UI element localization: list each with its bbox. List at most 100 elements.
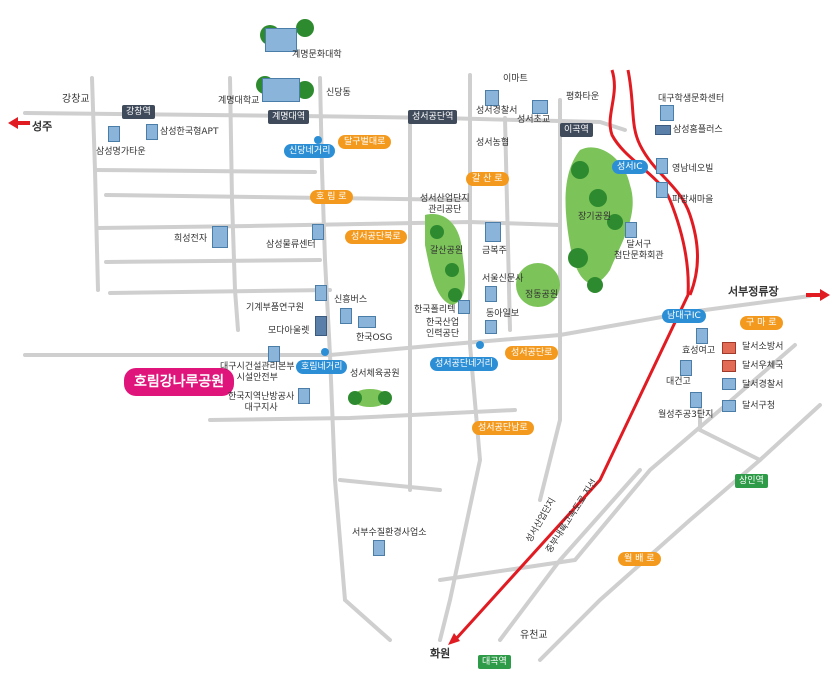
road-horim: 호 림 로 (310, 190, 353, 204)
building-icon (722, 400, 736, 412)
station-igok: 이곡역 (560, 123, 593, 137)
building-icon (315, 316, 327, 336)
place-machine-parts: 기계부품연구원 (246, 303, 304, 313)
bridge-gangchang: 강창교 (62, 94, 90, 105)
place-geumbokju: 금복주 (482, 246, 507, 256)
building-icon (532, 100, 548, 114)
place-samsung-logistics: 삼성물류센터 (266, 240, 316, 250)
road-wolbae: 월 배 로 (618, 552, 661, 566)
place-samsung-myeongga: 삼성명가타운 (96, 147, 146, 157)
building-icon (625, 222, 637, 238)
building-icon (146, 124, 158, 140)
building-icon (722, 360, 736, 372)
place-hyoseong-girls: 효성여고 (682, 346, 716, 356)
place-keimyung-culture: 계명문화대학 (292, 50, 342, 60)
building-icon (485, 222, 501, 242)
place-police: 성서경찰서 (476, 106, 518, 116)
place-janggi-park: 장기공원 (578, 212, 612, 222)
intersection-namdaegu-ic: 남대구IC (662, 309, 706, 323)
intersection-seongseo-ic: 성서IC (612, 160, 648, 174)
building-icon (108, 126, 120, 142)
place-seongseo-elem: 성서초교 (517, 115, 551, 125)
building-icon (656, 158, 668, 174)
building-icon (680, 360, 692, 376)
intersection-horim: 호림네거리 (296, 360, 348, 374)
place-seoul-news: 서울신문사 (482, 274, 524, 284)
place-samsung-homeplus: 삼성홈플러스 (673, 125, 723, 135)
building-icon (690, 392, 702, 408)
building-icon (485, 90, 499, 106)
building-icon (485, 320, 497, 334)
road-seongseo: 성서공단로 (505, 346, 559, 360)
place-jeongdong-park: 정동공원 (525, 290, 559, 300)
place-moda-outlet: 모다아울렛 (268, 326, 310, 336)
place-daegu-culture: 대구학생문화센터 (658, 94, 725, 104)
place-fire-station: 달서소방서 (742, 342, 784, 352)
building-icon (358, 316, 376, 328)
intersection-seongseo: 성서공단네거리 (430, 357, 498, 371)
station-seongseo-industrial: 성서공단역 (408, 110, 458, 124)
place-emart: 이마트 (503, 74, 528, 84)
road-seongseo-namro: 성서공단남로 (472, 421, 534, 435)
place-water-office: 서부수질환경사업소 (352, 528, 427, 538)
building-icon (265, 28, 297, 52)
building-icon (722, 342, 736, 354)
building-icon (340, 308, 352, 324)
station-keimyung-univ: 계명대역 (268, 110, 310, 124)
station-sangin: 상인역 (735, 474, 768, 488)
intersection-sindang: 신당네거리 (284, 144, 336, 158)
city-seongju: 성주 (32, 120, 53, 133)
road-seongseo-bukro: 성서공단북로 (345, 230, 407, 244)
place-samsung-hankook: 삼성한국형APT (160, 127, 219, 137)
place-hyosung-elec: 희성전자 (174, 234, 208, 244)
building-icon (312, 224, 324, 240)
road-gangsan: 갈 산 로 (466, 172, 509, 186)
city-hwawon: 화원 (430, 647, 451, 660)
highway (453, 69, 699, 642)
place-dalseo-gu-office: 달서구청 (742, 401, 776, 411)
building-icon (655, 125, 671, 135)
building-icon (458, 300, 470, 314)
place-daegeon-high: 대건고 (666, 377, 691, 387)
place-keimyung-univ: 계명대학교 (218, 96, 260, 106)
place-galsan-park: 갈산공원 (430, 246, 464, 256)
direction-arrows (8, 117, 830, 645)
building-icon (722, 378, 736, 390)
building-icon (262, 78, 300, 102)
building-icon (268, 346, 280, 362)
terminal-seobu: 서부정류장 (728, 285, 779, 298)
place-shinheung: 신흥버스 (334, 295, 368, 305)
place-seongseo-sports: 성서체육공원 (350, 369, 400, 379)
road-guma: 구 마 로 (740, 316, 783, 330)
place-police-dalseo: 달서경찰서 (742, 380, 784, 390)
station-daegok: 대곡역 (478, 655, 511, 669)
building-icon (315, 285, 327, 301)
building-icon (656, 182, 668, 198)
building-icon (660, 105, 674, 121)
place-korea-polytech: 한국폴리텍 (414, 305, 456, 315)
station-gangchang: 강창역 (122, 105, 155, 119)
building-icon (696, 328, 708, 344)
road-dalgubeol: 달구벌대로 (338, 135, 392, 149)
intersection-dots (314, 136, 484, 356)
place-pyeonghwa: 평화타운 (566, 92, 600, 102)
place-nonghyup: 성서농협 (476, 138, 510, 148)
place-donga: 동아일보 (486, 309, 520, 319)
bridge-yucheon: 유천교 (520, 630, 548, 641)
place-sindang-dong: 신당동 (326, 88, 351, 98)
place-post-office: 달서우체국 (742, 361, 784, 371)
building-icon (298, 388, 310, 404)
building-icon (485, 286, 497, 302)
place-yeongnam: 영남네오빌 (672, 164, 714, 174)
place-paragon: 파랑새마을 (672, 195, 714, 205)
place-wolseong: 월성주공3단지 (658, 410, 714, 420)
place-korea-osg: 한국OSG (356, 333, 393, 343)
parks (256, 19, 633, 407)
highlight-park: 호림강나루공원 (124, 368, 235, 396)
